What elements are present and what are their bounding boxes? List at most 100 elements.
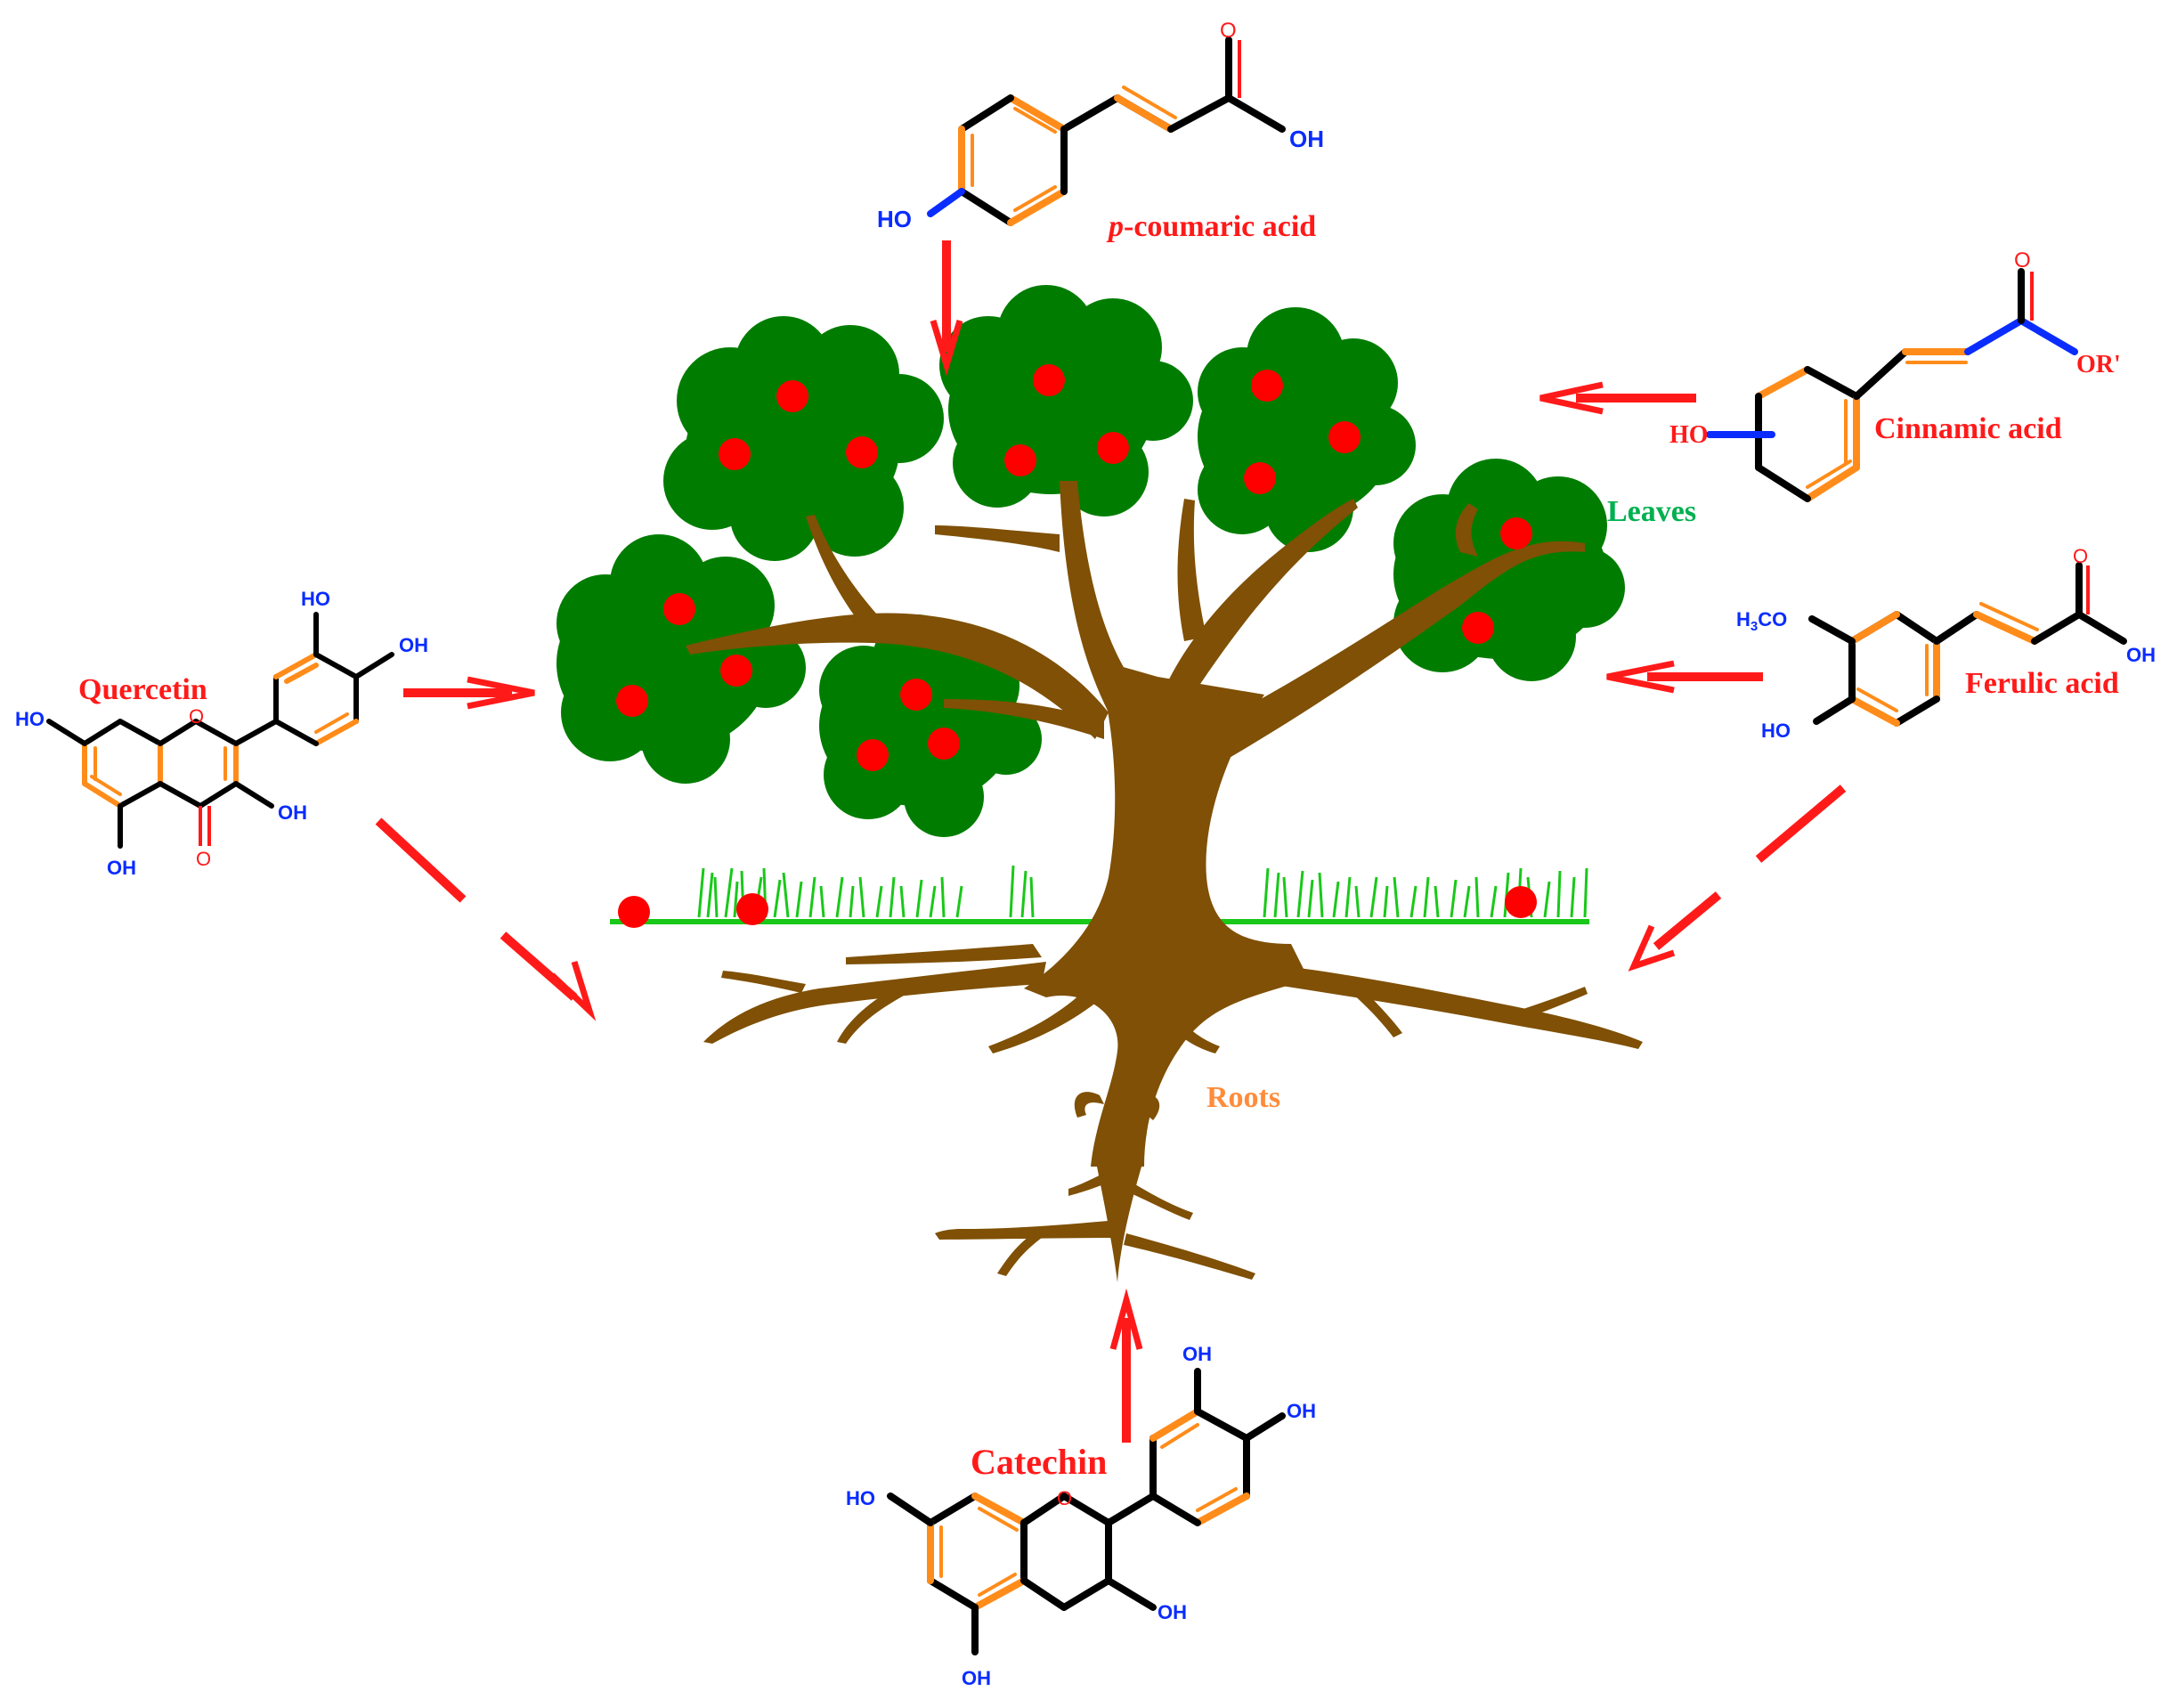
atom-oh: OH [107, 857, 136, 879]
fruit [1505, 886, 1537, 918]
atom-ho: HO [301, 588, 330, 610]
quercetin-structure: O O OH OH HO HO OH Quercetin [15, 588, 428, 879]
atom-h3co: H3CO [1736, 608, 1787, 634]
fruit [663, 593, 695, 625]
fruit [616, 685, 648, 717]
root-right-fork-2 [1505, 987, 1588, 1024]
atom-o: O [2014, 248, 2031, 272]
leaf-cluster-5 [556, 534, 806, 784]
fruit [928, 728, 960, 760]
fruit [1328, 421, 1361, 453]
fruit [1251, 370, 1283, 402]
p-coumaric-acid-label: p-coumaric acid [1106, 210, 1316, 243]
atom-ho: HO [877, 206, 912, 232]
leaf-cluster-4 [1393, 459, 1625, 681]
root-lower-upper-right [1131, 1184, 1193, 1220]
fruit [720, 655, 752, 687]
trunk [1024, 659, 1309, 1167]
branch-right-long-fork [1455, 503, 1478, 557]
atom-o: O [189, 705, 204, 728]
fruit [618, 896, 650, 928]
trunk-and-branches [686, 481, 1585, 1167]
fruits [616, 364, 1537, 928]
leaf-cluster-1 [663, 316, 944, 561]
fruit [846, 436, 878, 468]
atom-oh: OH [278, 801, 307, 824]
branch-right-upper [1158, 499, 1358, 704]
fruit [719, 438, 751, 470]
arrow-ferulic-to-leaves [1606, 660, 1763, 694]
root-right-fork-1 [1344, 980, 1402, 1037]
root-tap-upper-right [1140, 1094, 1160, 1120]
root-left-fork-2 [721, 971, 806, 993]
quercetin-label: Quercetin [78, 673, 207, 706]
root-left-top [846, 944, 1042, 964]
root-center-left [988, 988, 1097, 1053]
atom-oh: OH [2126, 644, 2156, 666]
atom-o: O [2073, 545, 2088, 567]
catechin-structure: O HO OH OH OH OH Catechin [846, 1343, 1316, 1689]
atom-ho: HO [1669, 421, 1709, 449]
leaves-label: Leaves [1607, 495, 1696, 528]
roots-label: Roots [1206, 1081, 1280, 1114]
arrow-quercetin-to-leaves [403, 676, 535, 710]
fruit [1500, 517, 1532, 549]
atom-or-prime: OR' [2076, 351, 2121, 378]
branch-center-left [935, 525, 1060, 552]
atom-oh: OH [399, 634, 428, 656]
catechin-label: Catechin [971, 1442, 1107, 1482]
atom-o: O [1057, 1487, 1072, 1509]
fruit [1462, 612, 1494, 644]
atom-oh: OH [1289, 126, 1324, 152]
cinnamic-acid-structure: O OR' HO Cinnamic acid [1669, 248, 2121, 502]
atom-oh: OH [1182, 1343, 1212, 1365]
fruit [776, 380, 808, 412]
atom-ho: HO [846, 1487, 875, 1509]
atom-o: O [196, 848, 211, 870]
root-lower-right [1124, 1233, 1255, 1280]
root-lower-left [935, 1220, 1117, 1240]
root-right-main [1242, 962, 1643, 1049]
fruit [900, 679, 932, 711]
p-coumaric-acid-structure: O OH HO p-coumaric acid [877, 19, 1324, 243]
canopy [556, 285, 1625, 837]
fruit [857, 739, 889, 771]
atom-o: O [1220, 19, 1237, 43]
leaf-cluster-3 [1198, 307, 1416, 552]
root-taproot [1095, 1158, 1144, 1282]
atom-ho: HO [15, 708, 45, 730]
ferulic-acid-structure: O OH H3CO HO Ferulic acid [1736, 545, 2156, 742]
arrows [375, 240, 1847, 1443]
fruit [1244, 462, 1276, 494]
root-left-main [703, 962, 1046, 1044]
atom-oh: OH [1287, 1400, 1316, 1422]
fruit [1004, 444, 1036, 476]
fruit [736, 893, 768, 925]
arrow-p-coumaric [930, 240, 963, 377]
tree: Leaves Roots [556, 285, 1696, 1282]
atom-ho: HO [1761, 720, 1791, 742]
fruit [1033, 364, 1065, 396]
branch-center [1060, 481, 1135, 712]
arrow-ferulic-to-roots [1628, 785, 1847, 972]
branch-left-upper-fork [806, 515, 877, 616]
root-center-right [1149, 971, 1220, 1053]
atom-oh: OH [1158, 1601, 1187, 1623]
root-lower-upper-left [1068, 1171, 1113, 1196]
branch-right-long [1202, 541, 1585, 766]
ferulic-acid-label: Ferulic acid [1965, 667, 2119, 700]
root-lower-left-fork [997, 1233, 1042, 1276]
arrow-cinnamic [1539, 381, 1696, 415]
atom-oh: OH [962, 1667, 991, 1689]
branch-lower-left [944, 699, 1104, 739]
cinnamic-acid-label: Cinnamic acid [1874, 412, 2062, 445]
roots [703, 944, 1643, 1282]
root-tap-upper [1074, 1092, 1104, 1118]
grass [697, 865, 1588, 918]
arrow-catechin [1109, 1288, 1143, 1443]
arrow-quercetin-to-roots [375, 817, 597, 1021]
branch-left-upper [686, 613, 1109, 739]
branch-right-upper-fork [1177, 499, 1206, 641]
root-left-fork-1 [837, 990, 904, 1044]
